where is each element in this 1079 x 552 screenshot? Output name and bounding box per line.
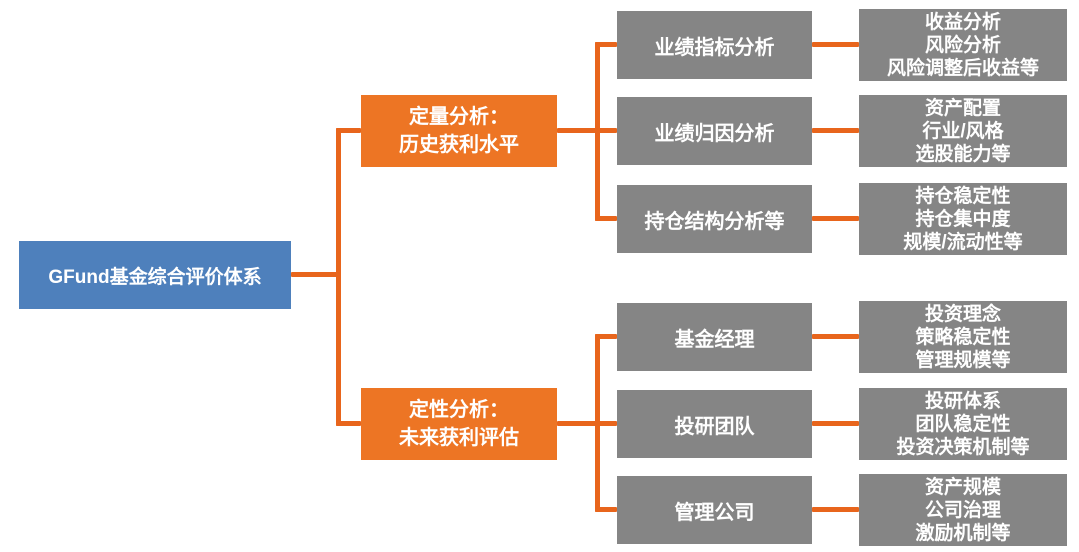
branch-label-line: 历史获利水平 (399, 134, 519, 156)
detail-line: 投资理念 (924, 303, 1001, 325)
category-label: 业绩归因分析 (654, 122, 775, 145)
detail-line: 管理规模等 (915, 349, 1011, 371)
category-label: 基金经理 (674, 328, 755, 351)
connector-line (336, 128, 341, 426)
connector-line (595, 216, 617, 221)
detail-line: 投研体系 (924, 390, 1001, 412)
branch-node-qualitative-analysis: 定性分析： 未来获利评估 (361, 388, 557, 460)
detail-line: 持仓稳定性 (915, 185, 1011, 207)
connector-line (595, 42, 617, 47)
connector-line (812, 421, 859, 426)
category-node-performance-attribution-analysis: 业绩归因分析 (617, 97, 812, 165)
detail-line: 规模/流动性等 (903, 231, 1023, 253)
connector-line (291, 272, 341, 277)
connector-line (595, 507, 617, 512)
branch-node-quantitative-analysis: 定量分析： 历史获利水平 (361, 95, 557, 167)
connector-line (812, 216, 859, 221)
detail-line: 风险调整后收益等 (886, 57, 1039, 79)
root-node-label: GFund基金综合评价体系 (48, 266, 262, 288)
detail-line: 风险分析 (924, 34, 1001, 56)
detail-line: 策略稳定性 (915, 326, 1011, 348)
detail-line: 公司治理 (924, 499, 1001, 521)
detail-node-research-team-items: 投研体系 团队稳定性 投资决策机制等 (859, 388, 1067, 460)
category-label: 管理公司 (674, 501, 755, 524)
branch-label-line: 定量分析： (409, 106, 509, 128)
category-label: 业绩指标分析 (654, 36, 775, 59)
category-node-holding-structure-analysis: 持仓结构分析等 (617, 185, 812, 253)
detail-line: 团队稳定性 (915, 413, 1011, 435)
detail-line: 投资决策机制等 (896, 436, 1030, 458)
detail-node-management-company-items: 资产规模 公司治理 激励机制等 (859, 474, 1067, 546)
connector-line (595, 421, 617, 426)
root-node-gfund-evaluation-system: GFund基金综合评价体系 (19, 241, 291, 309)
connector-line (595, 334, 617, 339)
connector-line (595, 128, 617, 133)
detail-node-performance-indicators: 收益分析 风险分析 风险调整后收益等 (859, 9, 1067, 81)
category-label: 持仓结构分析等 (644, 210, 785, 233)
connector-line (812, 128, 859, 133)
branch-label-line: 定性分析： (409, 399, 509, 421)
connector-line (336, 421, 361, 426)
detail-line: 选股能力等 (915, 143, 1011, 165)
category-node-fund-manager: 基金经理 (617, 303, 812, 371)
detail-node-fund-manager-items: 投资理念 策略稳定性 管理规模等 (859, 301, 1067, 373)
detail-line: 持仓集中度 (915, 208, 1011, 230)
detail-node-holding-items: 持仓稳定性 持仓集中度 规模/流动性等 (859, 183, 1067, 255)
category-node-management-company: 管理公司 (617, 476, 812, 544)
connector-line (812, 42, 859, 47)
branch-label-line: 未来获利评估 (399, 427, 519, 449)
category-node-research-team: 投研团队 (617, 390, 812, 458)
detail-line: 收益分析 (924, 11, 1001, 33)
detail-line: 资产规模 (924, 476, 1001, 498)
detail-node-attribution-items: 资产配置 行业/风格 选股能力等 (859, 95, 1067, 167)
connector-line (557, 421, 600, 426)
connector-line (812, 334, 859, 339)
connector-line (336, 128, 361, 133)
connector-line (812, 507, 859, 512)
category-node-performance-indicator-analysis: 业绩指标分析 (617, 11, 812, 79)
detail-line: 行业/风格 (922, 120, 1004, 142)
detail-line: 资产配置 (924, 97, 1001, 119)
detail-line: 激励机制等 (915, 522, 1011, 544)
connector-line (557, 128, 600, 133)
category-label: 投研团队 (674, 415, 755, 438)
